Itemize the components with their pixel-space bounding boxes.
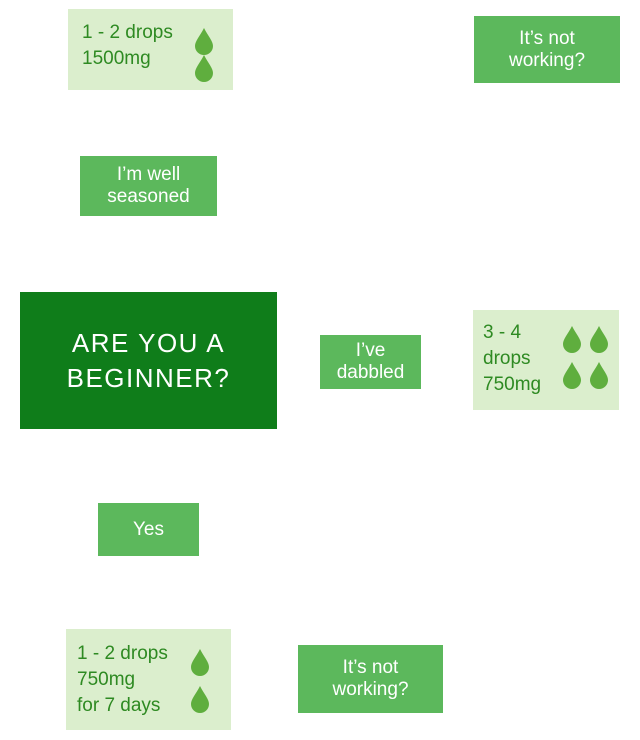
not-working-button-top[interactable]: It’s not working? [474,16,620,83]
drop-icon [195,28,213,55]
dose-text-seasoned: 1 - 2 drops 1500mg [82,22,173,69]
drop-icon [590,326,608,353]
main-question-box: ARE YOU A BEGINNER? [20,292,277,429]
answer-seasoned-button[interactable]: I’m well seasoned [80,156,217,216]
dose-box-seasoned: 1 - 2 drops 1500mg [68,9,233,90]
drop-icon [563,326,581,353]
drop-icon [191,686,209,713]
dose-text-dabbled: 3 - 4 drops 750mg [483,322,542,395]
dose-box-beginner: 1 - 2 drops 750mg for 7 days [66,629,231,730]
drop-icon [563,362,581,389]
drop-icon [195,55,213,82]
not-working-button-bottom[interactable]: It’s not working? [298,645,443,713]
dose-box-dabbled: 3 - 4 drops 750mg [473,310,619,410]
dose-text-beginner: 1 - 2 drops 750mg for 7 days [77,643,168,716]
drop-icon [590,362,608,389]
drop-icon [191,649,209,676]
answer-dabbled-button[interactable]: I’ve dabbled [320,335,421,389]
answer-yes-button[interactable]: Yes [98,503,199,556]
